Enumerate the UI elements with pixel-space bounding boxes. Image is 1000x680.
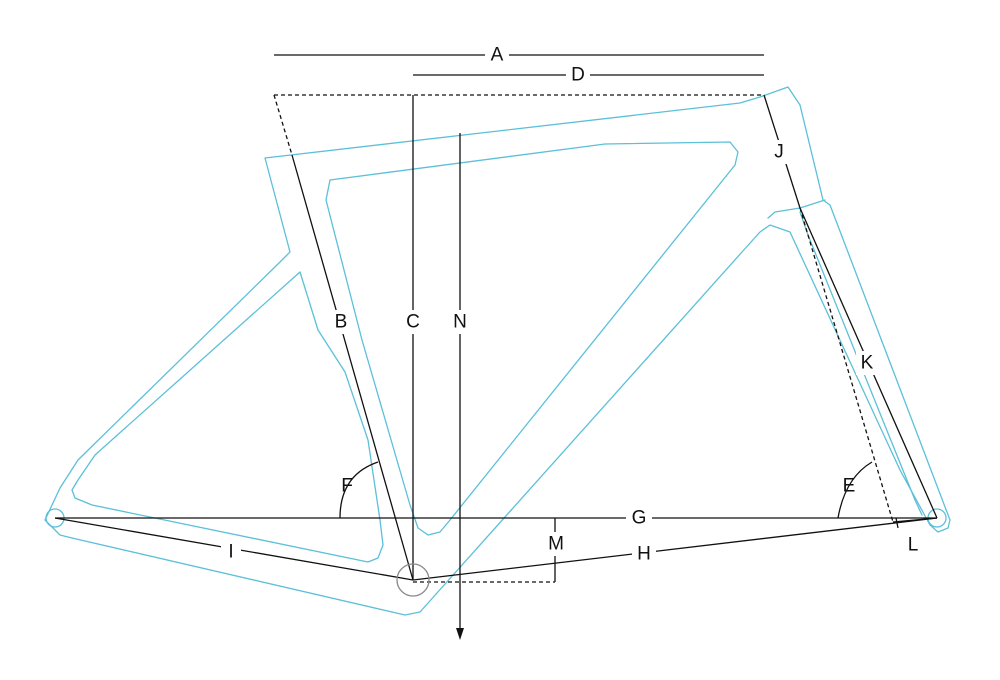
- head-tube-detail: [767, 199, 826, 219]
- measure-f-arc: [339, 461, 379, 519]
- label-b: B: [330, 310, 352, 334]
- label-m-text: M: [548, 534, 564, 555]
- label-e: E: [843, 476, 856, 497]
- label-n: N: [449, 310, 471, 334]
- label-k-text: K: [861, 353, 874, 374]
- label-i: I: [221, 540, 241, 564]
- label-e-text: E: [843, 476, 856, 497]
- bike-frame-outline: [44, 86, 951, 616]
- steering-axis-dashed-line: [799, 207, 894, 523]
- label-l-text: L: [908, 535, 919, 556]
- label-d: D: [566, 63, 590, 87]
- label-h: H: [632, 542, 656, 566]
- label-a-text: A: [491, 45, 504, 66]
- label-a: A: [485, 43, 509, 67]
- label-g-text: G: [632, 508, 647, 529]
- measure-n-arrow-head: [456, 628, 464, 640]
- bottom-bracket-circle: [396, 563, 430, 597]
- label-n-text: N: [453, 312, 467, 333]
- front-triangle-inner-outline: [325, 141, 739, 536]
- label-c: C: [402, 310, 424, 334]
- label-l: L: [908, 535, 919, 556]
- frame-outer-outline: [44, 86, 951, 616]
- geometry-lines: [54, 54, 938, 640]
- label-m: M: [544, 532, 568, 556]
- label-i-text: I: [228, 542, 233, 563]
- label-d-text: D: [571, 65, 585, 86]
- label-h-text: H: [637, 544, 651, 565]
- seat-extension-dashed-line: [273, 94, 293, 156]
- label-f-text: F: [341, 476, 353, 497]
- label-j: J: [768, 140, 790, 164]
- rear-triangle-inner-outline: [71, 271, 384, 563]
- measurement-labels: A D J B C N K F E: [221, 43, 918, 566]
- measure-h-line: [412, 517, 938, 581]
- measure-b-line: [291, 154, 414, 581]
- label-j-text: J: [774, 142, 784, 163]
- label-f: F: [341, 476, 353, 497]
- label-g: G: [626, 506, 652, 530]
- label-c-text: C: [406, 312, 420, 333]
- label-b-text: B: [335, 312, 348, 333]
- measure-e-arc: [837, 461, 873, 519]
- label-k: K: [856, 351, 878, 375]
